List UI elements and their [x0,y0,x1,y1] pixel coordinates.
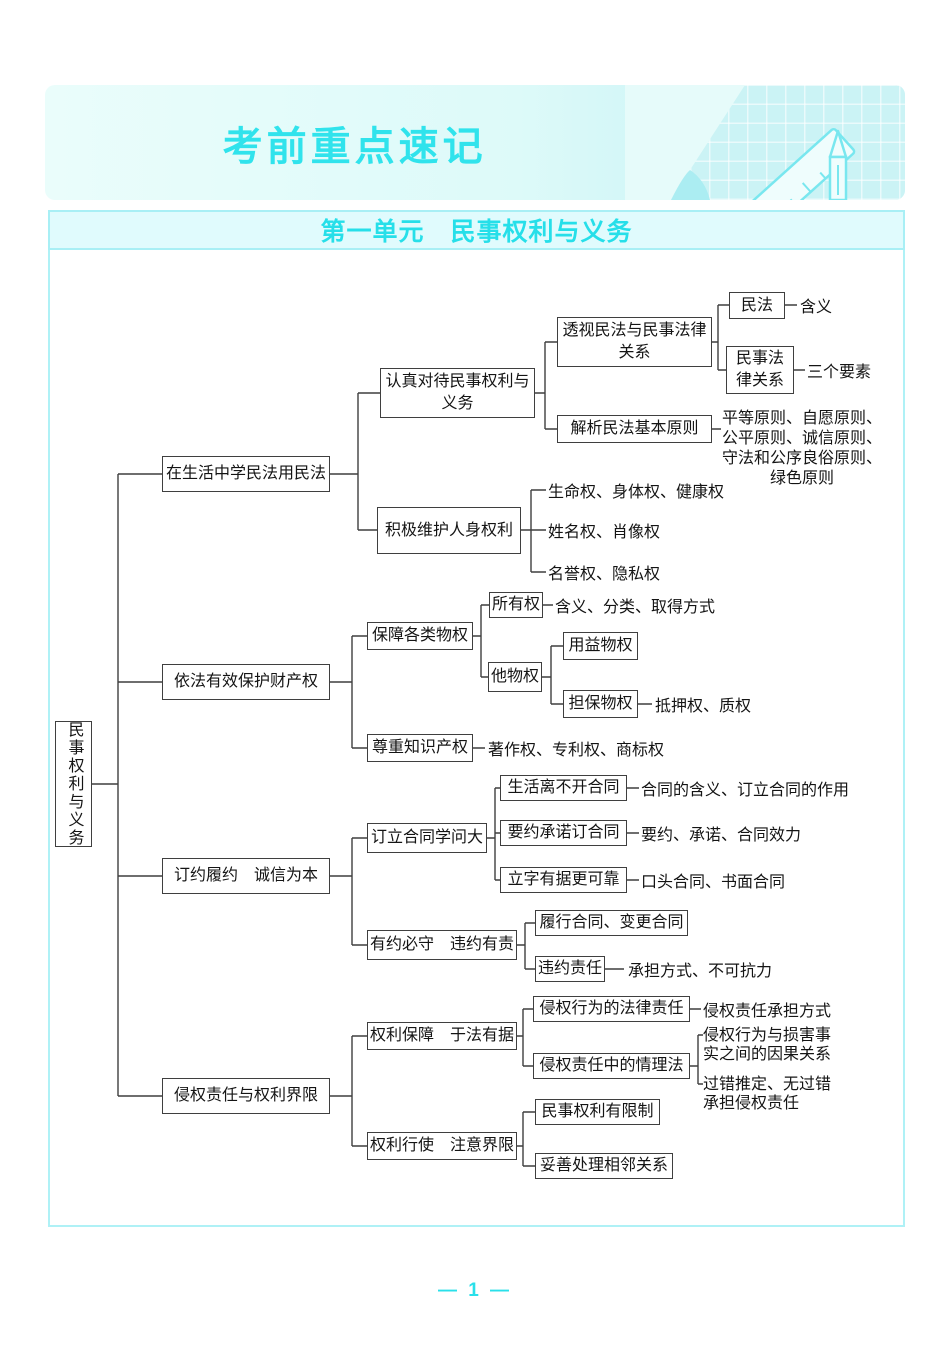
leaf-principles-list: 平等原则、自愿原则、 公平原则、诚信原则、 守法和公序良俗原则、 绿色原则 [721,410,882,487]
leaf-copyright-patent-trademark: 著作权、专利权、商标权 [488,742,665,759]
leaf-name-portrait: 姓名权、肖像权 [548,524,661,541]
node-offer-acceptance: 要约承诺订合同 [500,820,627,846]
leaf-contract-meaning: 合同的含义、订立合同的作用 [641,782,850,799]
node-keep-promise: 有约必守 违约有责 [367,930,517,960]
node-basic-principles: 解析民法基本原则 [557,415,712,443]
node-tort-legal-liability: 侵权行为的法律责任 [533,996,690,1022]
node-other-property: 他物权 [488,662,542,692]
node-branch2: 依法有效保护财产权 [162,664,330,700]
node-tort-reason-law: 侵权责任中的情理法 [533,1053,690,1079]
node-civil-rights-duties: 认真对待民事权利与 义务 [380,368,535,418]
node-personal-rights: 积极维护人身权利 [377,507,521,554]
page-title: 考前重点速记 [222,124,487,169]
node-neighbor-relations: 妥善处理相邻关系 [535,1153,673,1179]
header-banner: 考前重点速记 [45,85,905,200]
leaf-fault-presumption: 过错推定、无过错 承担侵权责任 [703,1076,832,1112]
node-branch4: 侵权责任与权利界限 [162,1078,330,1114]
node-ownership: 所有权 [489,592,543,618]
page-curl-shape [625,85,745,200]
node-minfa: 民法 [729,292,785,319]
leaf-three-elements: 三个要素 [807,364,872,381]
leaf-oral-written-contract: 口头合同、书面合同 [641,874,786,891]
root-node: 民事权利与义务 [55,721,92,847]
leaf-minfa-meaning: 含义 [800,299,833,316]
node-intellectual-property: 尊重知识产权 [367,734,473,762]
node-civil-rights-limited: 民事权利有限制 [535,1099,660,1125]
node-branch3: 订约履约 诚信为本 [162,858,330,894]
node-civil-legal-relation: 民事法 律关系 [726,346,794,394]
leaf-offer-acceptance-validity: 要约、承诺、合同效力 [641,827,802,844]
leaf-life-body-health: 生命权、身体权、健康权 [548,484,725,501]
unit-title: 第一单元 民事权利与义务 [320,218,633,246]
leaf-liability-force-majeure: 承担方式、不可抗力 [628,963,773,980]
leaf-mortgage-pledge: 抵押权、质权 [655,698,752,715]
leaf-causation: 侵权行为与损害事 实之间的因果关系 [703,1027,832,1063]
node-usufruct: 用益物权 [563,632,638,660]
leaf-ownership-detail: 含义、分类、取得方式 [555,599,716,616]
node-rights-exercise: 权利行使 注意界限 [367,1132,517,1160]
node-life-contract: 生活离不开合同 [500,775,627,801]
node-rights-protection: 权利保障 于法有据 [367,1022,517,1050]
node-breach-liability: 违约责任 [535,956,605,982]
leaf-reputation-privacy: 名誉权、隐私权 [548,566,661,583]
page-number: — 1 — [437,1280,513,1301]
page-curl-fold [671,170,710,200]
leaf-tort-liability-forms: 侵权责任承担方式 [703,1003,832,1020]
node-civil-law-relations: 透视民法与民事法律 关系 [557,317,712,367]
node-contract-knowledge: 订立合同学问大 [367,823,487,853]
node-security-interest: 担保物权 [563,690,638,718]
node-branch1: 在生活中学民法用民法 [162,456,330,492]
node-perform-modify-contract: 履行合同、变更合同 [535,910,688,936]
node-written-evidence: 立字有据更可靠 [500,867,627,893]
pencil-icon [828,129,848,200]
banner-decoration [625,85,856,200]
unit-title-bar: 第一单元 民事权利与义务 [48,210,905,250]
node-property-rights: 保障各类物权 [367,622,473,650]
